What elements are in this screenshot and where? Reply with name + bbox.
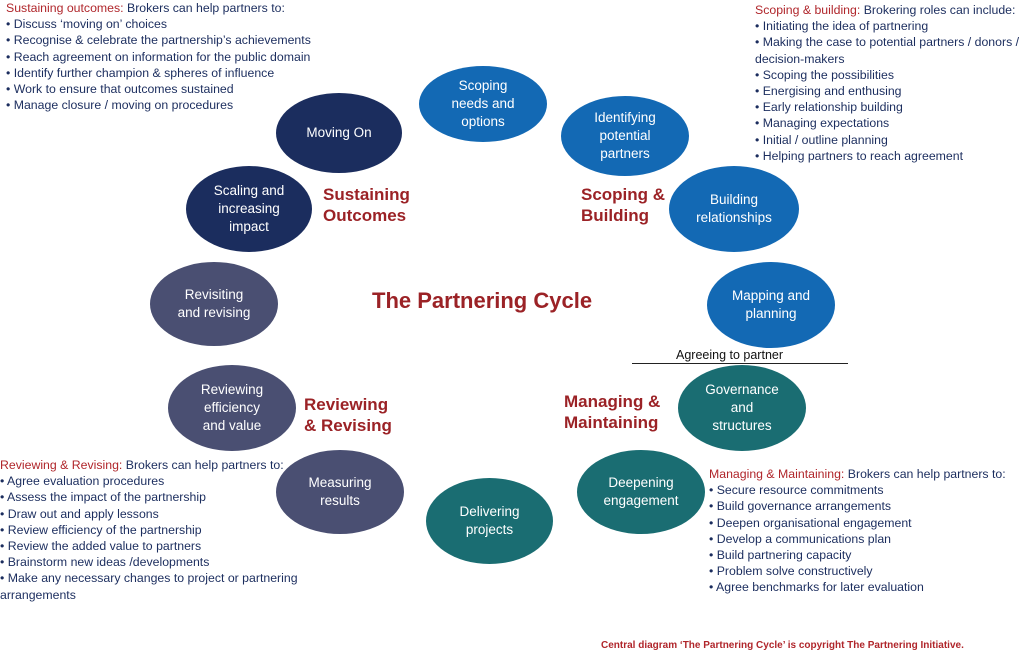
box-heading: Sustaining outcomes: Brokers can help pa… (6, 0, 346, 16)
list-item: • Brainstorm new ideas /developments (0, 555, 210, 570)
list-item: • Make any necessary changes to project … (0, 571, 298, 602)
box-heading: Reviewing & Revising: Brokers can help p… (0, 457, 318, 473)
list-item: • Initial / outline planning (755, 132, 888, 147)
stage-label: Building relationships (696, 192, 772, 225)
stage-label: Scoping needs and options (451, 78, 515, 129)
stage-label: Identifying potential partners (594, 110, 656, 161)
list-item: • Agree evaluation procedures (0, 474, 165, 489)
stage-governance: Governance and structures (678, 365, 806, 451)
box-heading-intro: Brokers can help partners to: (123, 1, 285, 15)
list-item: • Making the case to potential partners … (755, 35, 1020, 66)
box-heading-label: Sustaining outcomes: (6, 1, 124, 15)
list-item: • Scoping the possibilities (755, 67, 894, 82)
list-item: • Recognise & celebrate the partnership’… (6, 33, 311, 48)
stage-label: Moving On (306, 125, 372, 140)
copyright-footer: Central diagram ‘The Partnering Cycle’ i… (601, 640, 964, 651)
stage-scaling-impact: Scaling and increasing impact (186, 166, 312, 252)
stage-revisiting-revising: Revisiting and revising (150, 262, 278, 346)
list-item: • Build governance arrangements (709, 499, 892, 514)
phase-label-managing: Managing & Maintaining (564, 392, 661, 432)
box-heading: Scoping & building: Brokering roles can … (755, 2, 1021, 18)
agreeing-divider (632, 363, 848, 364)
list-item: • Reach agreement on information for the… (6, 49, 311, 64)
stage-identifying-partners: Identifying potential partners (561, 96, 689, 176)
stage-measuring-results: Measuring results (276, 450, 404, 534)
stage-label: Mapping and planning (731, 288, 811, 321)
bullet-list: • Agree evaluation procedures • Assess t… (0, 473, 318, 603)
stage-deepening-engagement: Deepening engagement (577, 450, 705, 534)
box-heading-label: Reviewing & Revising: (0, 458, 123, 472)
stage-scoping-needs: Scoping needs and options (419, 66, 547, 142)
managing-maintaining-box: Managing & Maintaining: Brokers can help… (709, 466, 1021, 596)
box-heading-intro: Brokering roles can include: (860, 3, 1016, 17)
stage-label: Reviewing efficiency and value (200, 382, 264, 433)
phase-label-scoping: Scoping & Building (581, 185, 666, 225)
list-item: • Managing expectations (755, 116, 890, 131)
reviewing-revising-box: Reviewing & Revising: Brokers can help p… (0, 457, 318, 603)
list-item: • Deepen organisational engagement (709, 515, 912, 530)
stage-label: Delivering projects (459, 504, 520, 537)
list-item: • Discuss ‘moving on’ choices (6, 17, 168, 32)
box-heading-intro: Brokers can help partners to: (122, 458, 284, 472)
list-item: • Secure resource commitments (709, 483, 884, 498)
agreeing-to-partner-label: Agreeing to partner (676, 348, 784, 362)
list-item: • Review the added value to partners (0, 539, 202, 554)
stage-label: Scaling and increasing impact (213, 183, 285, 234)
stage-building-relationships: Building relationships (669, 166, 799, 252)
stage-label: Governance and structures (705, 382, 779, 433)
box-heading-label: Scoping & building: (755, 3, 861, 17)
list-item: • Build partnering capacity (709, 548, 852, 563)
list-item: • Early relationship building (755, 100, 903, 115)
box-heading-label: Managing & Maintaining: (709, 467, 845, 481)
bullet-list: • Discuss ‘moving on’ choices • Recognis… (6, 16, 346, 113)
list-item: • Initiating the idea of partnering (755, 19, 929, 34)
list-item: • Assess the impact of the partnership (0, 490, 206, 505)
stage-mapping-planning: Mapping and planning (707, 262, 835, 348)
list-item: • Draw out and apply lessons (0, 506, 159, 521)
list-item: • Identify further champion & spheres of… (6, 65, 275, 80)
box-heading: Managing & Maintaining: Brokers can help… (709, 466, 1021, 482)
stage-label: Deepening engagement (603, 475, 679, 508)
stage-delivering-projects: Delivering projects (426, 478, 553, 564)
diagram-title: The Partnering Cycle (372, 288, 593, 313)
stage-label: Revisiting and revising (177, 287, 251, 320)
box-heading-intro: Brokers can help partners to: (844, 467, 1006, 481)
list-item: • Agree benchmarks for later evaluation (709, 580, 924, 595)
stage-moving-on: Moving On (276, 93, 402, 173)
list-item: • Problem solve constructively (709, 564, 873, 579)
phase-label-reviewing: Reviewing & Revising (304, 395, 392, 435)
sustaining-outcomes-box: Sustaining outcomes: Brokers can help pa… (6, 0, 346, 113)
list-item: • Review efficiency of the partnership (0, 522, 202, 537)
list-item: • Develop a communications plan (709, 531, 892, 546)
list-item: • Helping partners to reach agreement (755, 148, 964, 163)
phase-label-sustaining: Sustaining Outcomes (323, 185, 410, 225)
list-item: • Energising and enthusing (755, 84, 902, 99)
list-item: • Work to ensure that outcomes sustained (6, 82, 234, 97)
bullet-list: • Secure resource commitments • Build go… (709, 482, 1021, 595)
scoping-building-box: Scoping & building: Brokering roles can … (755, 2, 1021, 164)
stage-label: Measuring results (308, 475, 372, 508)
stage-reviewing-efficiency: Reviewing efficiency and value (168, 365, 296, 451)
bullet-list: • Initiating the idea of partnering • Ma… (755, 18, 1021, 164)
list-item: • Manage closure / moving on procedures (6, 98, 234, 113)
